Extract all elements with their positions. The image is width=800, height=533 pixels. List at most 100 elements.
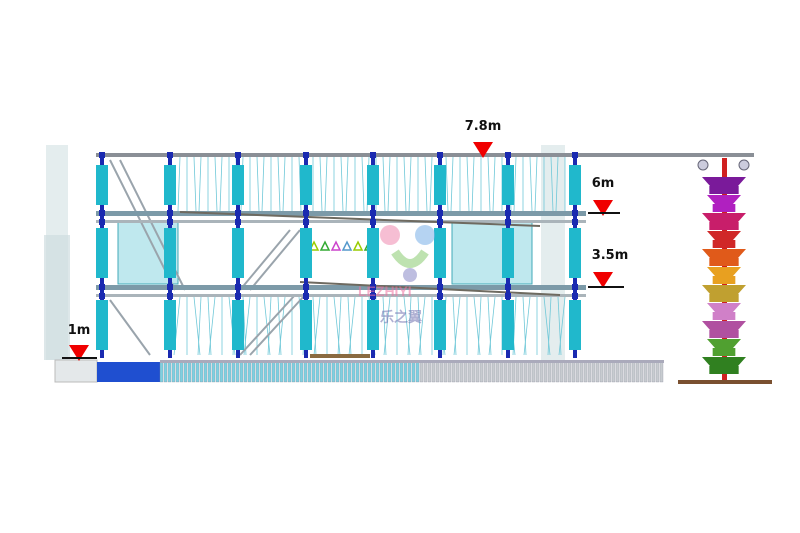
- fence-slat: [543, 361, 548, 383]
- fence-slat: [303, 361, 308, 383]
- tower-block: [702, 213, 746, 230]
- fence-slat: [471, 361, 476, 383]
- rope: [487, 156, 491, 212]
- fence-slat: [603, 361, 608, 383]
- rope: [547, 296, 552, 356]
- tower-block: [702, 285, 746, 302]
- fence-slat: [395, 361, 400, 383]
- fence-slat: [267, 361, 272, 383]
- rope: [282, 156, 286, 212]
- fence-slat: [567, 361, 572, 383]
- fence-slat: [335, 361, 340, 383]
- fence-slat: [647, 361, 652, 383]
- fence-slat: [239, 361, 244, 383]
- pulley: [738, 159, 750, 171]
- fence-slat: [255, 361, 260, 383]
- fence-slat: [159, 361, 164, 383]
- height-label: 3.5m: [592, 248, 629, 263]
- fence-slat: [247, 361, 252, 383]
- rope: [313, 296, 321, 356]
- rope: [219, 156, 223, 212]
- fence-slat: [659, 361, 664, 383]
- fence-slat: [251, 361, 256, 383]
- fence-slat: [231, 361, 236, 383]
- rope: [383, 296, 391, 356]
- fence-slat: [219, 361, 224, 383]
- tower-block: [702, 357, 746, 374]
- rope: [424, 156, 428, 212]
- fence-slat: [227, 361, 232, 383]
- rope: [543, 296, 551, 356]
- fence-slat: [343, 361, 348, 383]
- column: [232, 152, 244, 358]
- fence-slat: [631, 361, 636, 383]
- fence-slat: [519, 361, 524, 383]
- fence-slat: [527, 361, 532, 383]
- fence-slat: [399, 361, 404, 383]
- fence-slat: [187, 361, 192, 383]
- fence-slat: [327, 361, 332, 383]
- staircases: [109, 159, 306, 356]
- column: [502, 152, 514, 358]
- fence-slat: [507, 361, 512, 383]
- rope: [387, 156, 391, 212]
- fence-slat: [371, 361, 376, 383]
- rope: [403, 296, 411, 356]
- fence-slat: [655, 361, 660, 383]
- rope: [267, 296, 272, 356]
- fence-slat: [651, 361, 656, 383]
- fence-slat: [523, 361, 528, 383]
- fence-slat: [379, 361, 384, 383]
- tower-block: [707, 267, 741, 284]
- rope: [197, 296, 202, 356]
- fence-slat: [291, 361, 296, 383]
- height-marker: 3.5m: [588, 248, 628, 288]
- fence-slat: [591, 361, 596, 383]
- fence-slat: [215, 361, 220, 383]
- fence-slat: [575, 361, 580, 383]
- rope: [473, 296, 481, 356]
- column: [434, 152, 446, 358]
- fence-slat: [279, 361, 284, 383]
- svg-text:LEZHIYI: LEZHIYI: [358, 283, 412, 299]
- rope: [193, 296, 201, 356]
- fence-slat: [415, 361, 420, 383]
- column: [300, 152, 312, 358]
- column: [96, 152, 108, 358]
- fence-slat: [403, 361, 408, 383]
- rope: [452, 296, 457, 356]
- rope: [534, 156, 538, 212]
- rope: [312, 296, 317, 356]
- fence-slat: [427, 361, 432, 383]
- rope: [208, 296, 216, 356]
- fence-slat: [447, 361, 452, 383]
- rope: [407, 296, 412, 356]
- rope: [333, 296, 341, 356]
- fence-slat: [515, 361, 520, 383]
- rope: [445, 156, 449, 212]
- rope: [523, 296, 531, 356]
- fence-slat: [391, 361, 396, 383]
- rope: [477, 296, 482, 356]
- rope: [522, 296, 527, 356]
- fence-slat: [547, 361, 552, 383]
- fence-slat: [463, 361, 468, 383]
- climbing-nets: [117, 221, 533, 285]
- fence-slat: [271, 361, 276, 383]
- fence-slat: [383, 361, 388, 383]
- swing-ring: [330, 240, 342, 251]
- fence-slat: [635, 361, 640, 383]
- fence-slat: [375, 361, 380, 383]
- rope: [261, 156, 265, 212]
- fence-slat: [563, 361, 568, 383]
- fence-slat: [531, 361, 536, 383]
- fence-slat: [607, 361, 612, 383]
- fence-slat: [243, 361, 248, 383]
- rope: [177, 156, 181, 212]
- marker-triangle-icon: [593, 200, 613, 216]
- fence-slat: [307, 361, 312, 383]
- rope: [403, 156, 407, 212]
- fence-slat: [535, 361, 540, 383]
- rope: [198, 156, 202, 212]
- fence-slat: [495, 361, 500, 383]
